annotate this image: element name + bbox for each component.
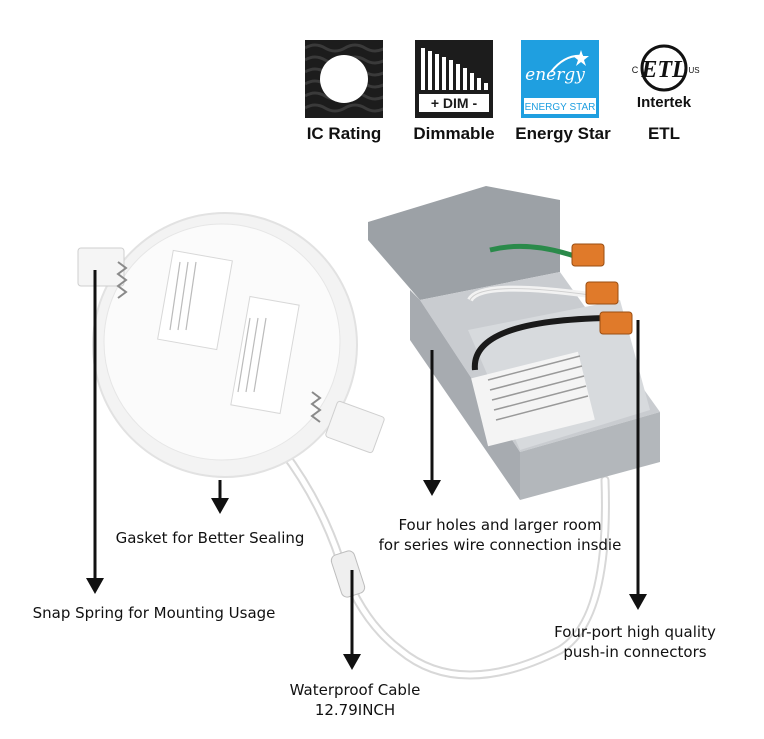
cable-label-line2: 12.79INCH — [314, 701, 396, 719]
energy-star-icon-text: ENERGY STAR — [525, 102, 596, 113]
connectors-label-line1: Four-port high quality — [554, 623, 716, 641]
energy-star-script: energy — [525, 65, 585, 85]
cable-connector — [330, 550, 366, 598]
push-in-connectors — [571, 243, 633, 335]
energy-star-icon: energy ENERGY STAR — [521, 40, 599, 118]
holes-label-line1: Four holes and larger room — [398, 516, 602, 534]
cable-label-line1: Waterproof Cable — [289, 681, 421, 699]
snap-spring-label: Snap Spring for Mounting Usage — [32, 604, 276, 622]
holes-label-line2: for series wire connection insdie — [378, 536, 622, 554]
ic-rating-icon — [304, 40, 386, 118]
intertek-etl-icon: ETL C US Intertek — [632, 44, 700, 111]
arrows — [86, 270, 647, 670]
snap-spring-left — [77, 247, 128, 299]
etl-icon-text: Intertek — [637, 94, 692, 111]
dimmable-icon: + DIM - — [415, 40, 493, 118]
ic-rating-label: IC Rating — [306, 124, 382, 143]
etl-mark-left: C — [632, 65, 639, 75]
energy-star-label: Energy Star — [515, 124, 611, 143]
junction-box — [368, 186, 660, 500]
svg-text:ETL: ETL — [640, 57, 686, 83]
connectors-label-line2: push-in connectors — [563, 643, 707, 661]
dimmable-badge: + DIM - — [415, 40, 493, 118]
energy-star-badge: energy ENERGY STAR — [521, 40, 599, 118]
etl-mark-right: US — [688, 66, 699, 75]
etl-badge: ETL C US Intertek — [625, 40, 703, 118]
snap-spring-right — [310, 391, 385, 454]
ic-rating-badge — [304, 40, 386, 118]
led-panel — [77, 212, 385, 478]
dimmable-label: Dimmable — [413, 124, 495, 143]
gasket-label: Gasket for Better Sealing — [115, 529, 305, 547]
etl-label: ETL — [647, 124, 681, 143]
dimmable-icon-text: + DIM - — [431, 95, 478, 111]
